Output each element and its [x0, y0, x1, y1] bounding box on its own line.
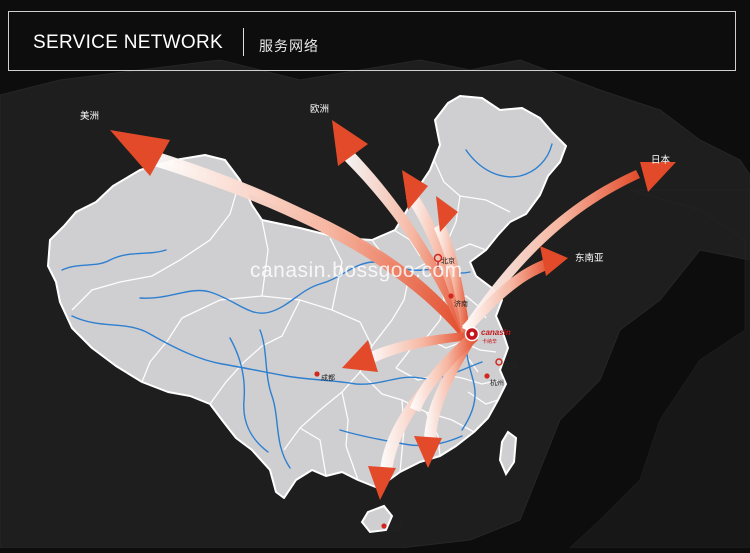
- label-sanya: 三亚: [389, 524, 403, 532]
- river-west-2: [229, 337, 269, 453]
- yellow-river: [139, 261, 471, 314]
- watermark-text: canasin.bossgoo.com: [250, 259, 463, 282]
- label-shanghai: 上海: [504, 361, 518, 370]
- label-jinan: 济南: [454, 299, 468, 308]
- river-west-3: [259, 329, 291, 469]
- arrow-to-sea-head: [540, 246, 568, 276]
- arrow-to-americas-body: [154, 152, 468, 338]
- river-northeast: [465, 143, 553, 178]
- header-box: SERVICE NETWORK 服务网络: [8, 11, 736, 71]
- border-c: [329, 237, 343, 311]
- shanghai-dot: [495, 358, 503, 366]
- sanya-dot: [381, 523, 387, 529]
- chengdu-dot: [314, 371, 320, 377]
- hub-logo-text: canasin: [481, 328, 511, 337]
- page-subtitle: 服务网络: [259, 39, 319, 55]
- jinan-dot: [448, 293, 454, 299]
- border-t: [141, 317, 183, 383]
- border-a: [181, 295, 361, 323]
- arrow-to-south-head: [414, 436, 442, 468]
- yangtze-river: [71, 315, 483, 385]
- label-beijing: 北京: [441, 256, 455, 265]
- border-u: [209, 299, 301, 405]
- border-o: [299, 427, 327, 477]
- label-americas: 美洲: [80, 110, 99, 122]
- arrow-to-northeast-head: [436, 196, 458, 232]
- backdrop-landmass-east: [568, 189, 750, 549]
- header-divider: [243, 28, 244, 56]
- label-hangzhou: 杭州: [490, 378, 504, 387]
- hangzhou-dot: [484, 373, 490, 379]
- arrow-to-sea-body: [462, 258, 552, 332]
- label-southeast-asia: 东南亚: [575, 252, 604, 264]
- label-chengdu: 成都: [321, 373, 335, 382]
- arrow-to-southwest-body: [410, 332, 478, 412]
- city-markers: canasin 卡纳辛: [314, 253, 511, 529]
- border-r: [455, 243, 487, 251]
- arrow-to-sanya-head: [368, 466, 396, 500]
- arrow-to-europe-head: [332, 120, 368, 166]
- arrow-to-americas-head: [110, 130, 170, 176]
- arrow-to-japan-head: [640, 162, 676, 192]
- arrow-to-chengdu-body: [366, 332, 470, 364]
- beijing-marker: [433, 253, 443, 268]
- border-f: [371, 271, 411, 347]
- border-s: [71, 179, 241, 311]
- river-south: [339, 429, 463, 447]
- label-europe: 欧洲: [310, 103, 329, 115]
- destination-labels: 美洲 欧洲 日本 东南亚: [80, 103, 671, 264]
- arrow-to-north-head: [402, 170, 428, 210]
- province-borders: [71, 159, 511, 481]
- arrow-to-north-body: [406, 192, 470, 336]
- rivers: [61, 143, 553, 469]
- hub-logo-subtext: 卡纳辛: [482, 338, 497, 345]
- arrow-to-chengdu-head: [342, 340, 378, 372]
- border-l: [341, 391, 359, 481]
- border-b: [261, 219, 269, 297]
- taiwan-island: [498, 430, 518, 477]
- border-x: [467, 391, 499, 405]
- river-west-1: [61, 249, 167, 271]
- hub-logo-icon: [464, 326, 480, 342]
- label-japan: 日本: [651, 154, 671, 166]
- export-arrows: [110, 120, 676, 500]
- arrow-to-south-body: [424, 332, 478, 440]
- city-labels: 北京 济南 上海 杭州 成都 三亚: [321, 256, 518, 532]
- arrow-to-northeast-body: [434, 222, 470, 336]
- page-title: SERVICE NETWORK: [33, 32, 223, 53]
